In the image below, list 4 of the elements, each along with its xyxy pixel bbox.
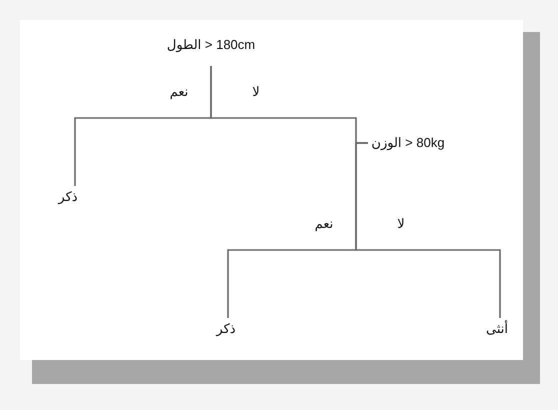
connector-line (355, 142, 501, 318)
node-label: أنثى (486, 320, 508, 338)
node-label: ذكر (58, 188, 78, 206)
node-label: ذكر (216, 320, 236, 338)
